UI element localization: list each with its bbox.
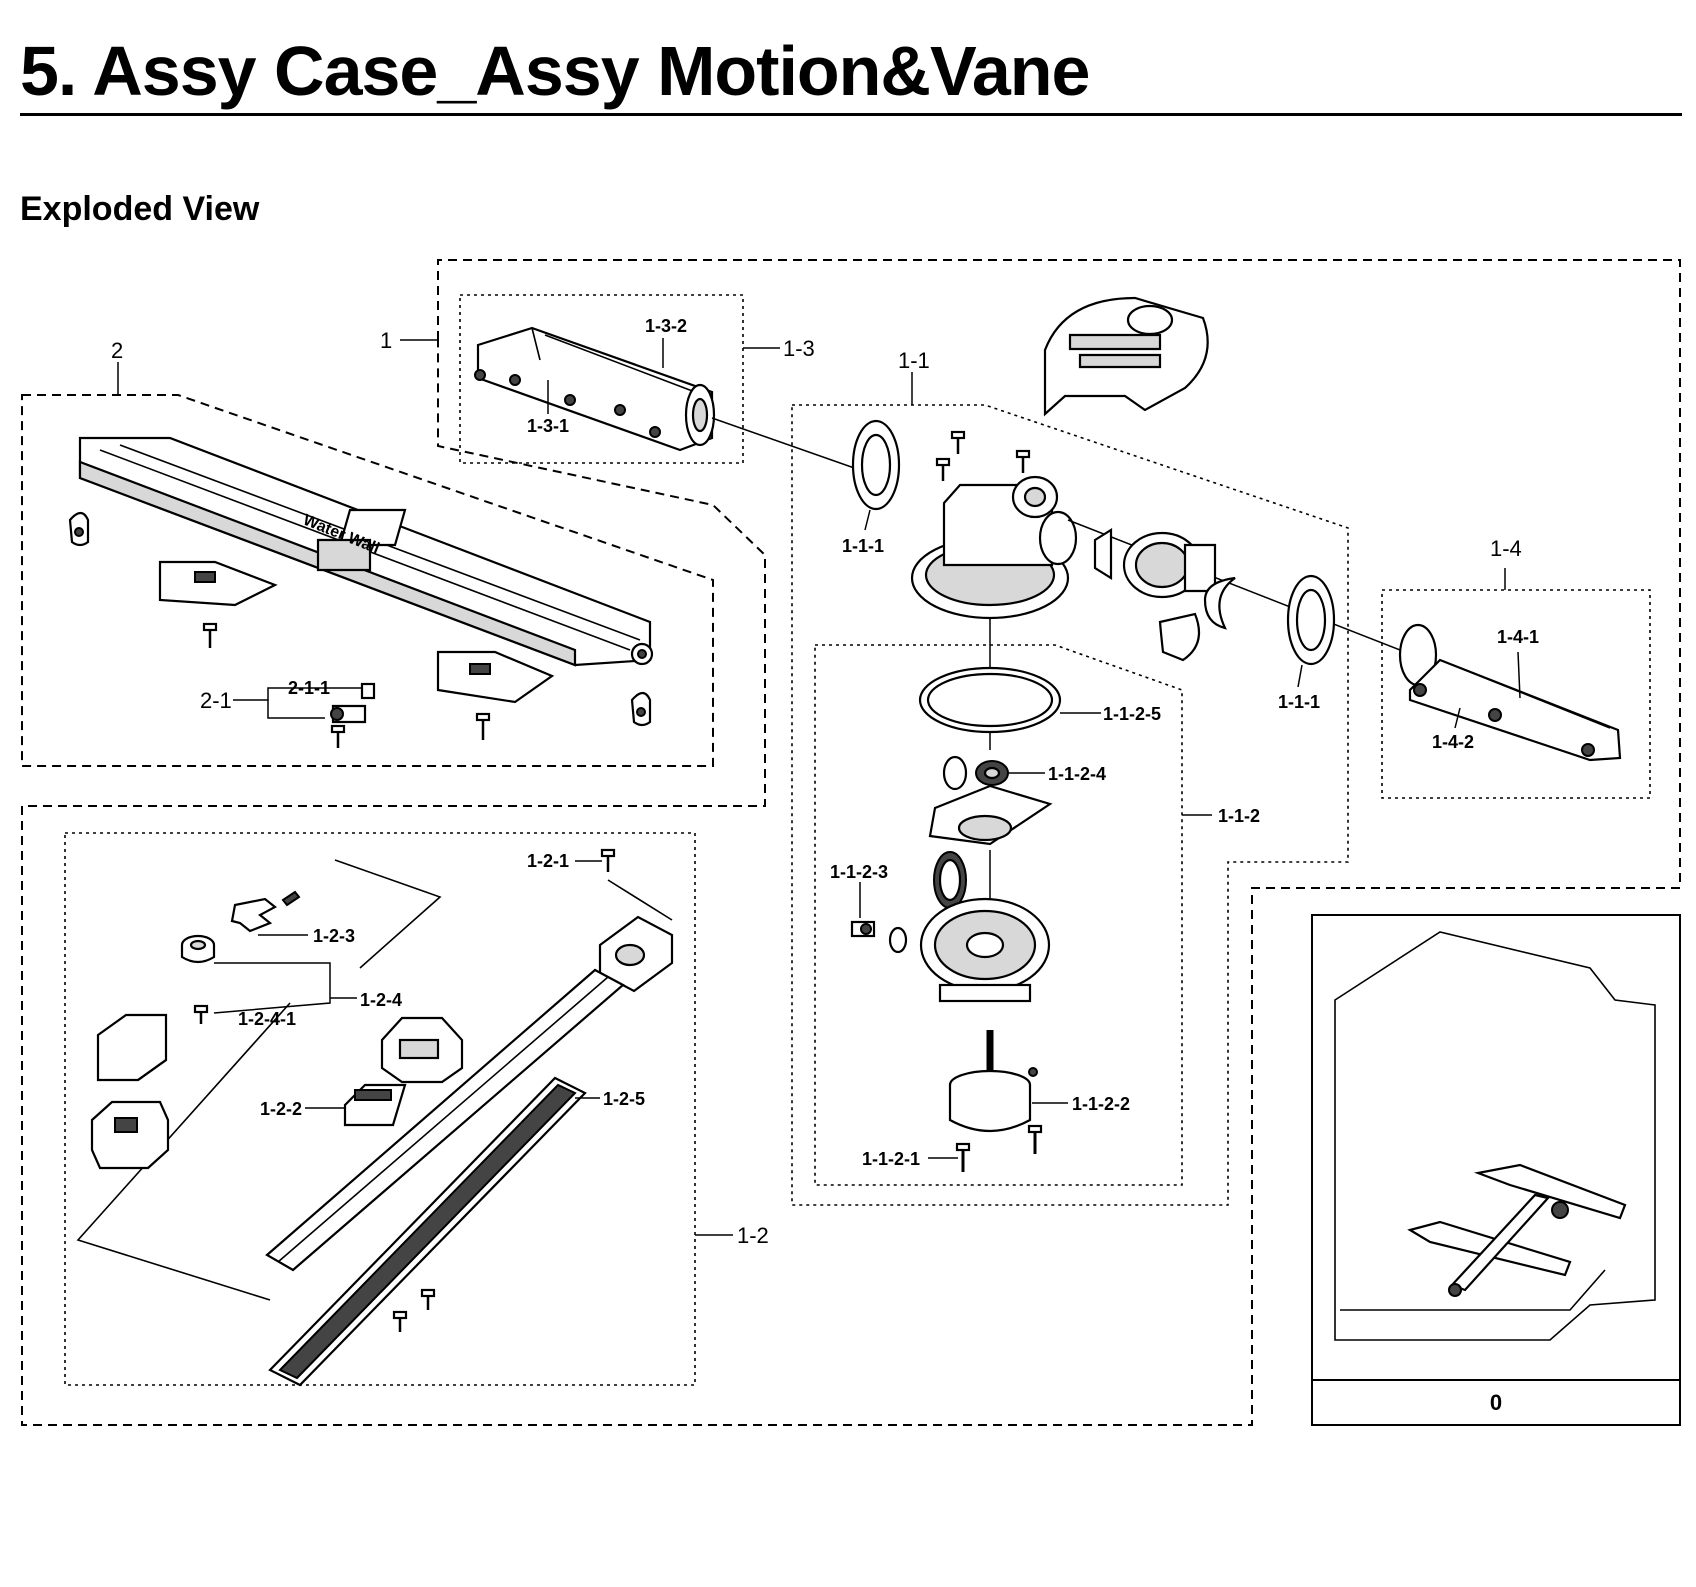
group-1-1-outline — [791, 404, 1349, 1206]
part-1-2-3-drawing — [230, 890, 301, 933]
label-1-2-3: 1-2-3 — [313, 926, 355, 946]
overview-label: 0 — [1489, 1390, 1503, 1415]
exploded-axis-1 — [711, 417, 861, 471]
part-1-2-4-drawing — [180, 934, 216, 964]
label-1-4-2: 1-4-2 — [1432, 732, 1474, 752]
group-2-outline — [21, 394, 714, 767]
part-1-2-5-drawing — [268, 1076, 587, 1387]
rail-screws — [392, 1288, 436, 1332]
label-1-2-4: 1-2-4 — [360, 990, 402, 1010]
label-1-2-5: 1-2-5 — [603, 1089, 645, 1109]
section-subtitle: Exploded View — [20, 190, 260, 228]
label-1-1-2-4: 1-1-2-4 — [1048, 764, 1106, 784]
motor-bracket-part — [598, 879, 674, 993]
exploded-axis-2 — [1067, 519, 1401, 651]
label-group-1-4: 1-4 — [1490, 536, 1522, 561]
label-2-1-1: 2-1-1 — [288, 678, 330, 698]
part-1-2-1-drawing — [600, 848, 616, 872]
label-group-1-3: 1-3 — [783, 336, 815, 361]
label-group-1-2: 1-2 — [737, 1223, 769, 1248]
top-cover-part — [1043, 296, 1209, 417]
title-rule — [20, 113, 1682, 116]
label-1-1-2-3: 1-1-2-3 — [830, 862, 888, 882]
overview-box — [1311, 914, 1681, 1426]
part-1-1-2-5-drawing — [918, 666, 1062, 734]
label-1-4-1: 1-4-1 — [1497, 627, 1539, 647]
label-group-2: 2 — [111, 338, 123, 363]
label-1-1-2-2: 1-1-2-2 — [1072, 1094, 1130, 1114]
overview-cabinet-drawing — [1334, 931, 1656, 1341]
screw-1-1-set — [935, 430, 1031, 481]
cover-block-part — [96, 1013, 168, 1082]
label-1-3-2: 1-3-2 — [645, 316, 687, 336]
ring-1-1-1-a — [851, 419, 901, 511]
label-1-1-1-b: 1-1-1 — [1278, 692, 1320, 712]
case-rail-part — [78, 436, 654, 667]
group-1-outline — [21, 259, 1681, 1426]
case-clip-left — [68, 511, 90, 547]
gear-cap-part — [1093, 528, 1217, 599]
group-1-3-outline — [459, 294, 744, 464]
case-bracket-right — [436, 650, 555, 704]
part-1-1-2-4-drawing — [942, 755, 1009, 791]
label-1-2-4-1: 1-2-4-1 — [238, 1009, 296, 1029]
label-1-2-2: 1-2-2 — [260, 1099, 302, 1119]
long-rail-part — [265, 968, 625, 1272]
lens-plate-part — [1203, 576, 1236, 630]
label-group-1: 1 — [380, 328, 392, 353]
gear-wheel-part — [933, 851, 967, 909]
label-1-3-1: 1-3-1 — [527, 416, 569, 436]
case-bracket-left — [158, 560, 278, 607]
part-1-2-2-drawing — [343, 1083, 407, 1127]
case-screw-b — [475, 712, 491, 740]
plate-outline-upper — [334, 859, 442, 969]
case-clip-right — [630, 691, 652, 727]
part-1-1-2-2-drawing — [948, 1030, 1038, 1133]
deflector-part — [1158, 612, 1201, 662]
part-1-2-4-1-drawing — [193, 1004, 209, 1024]
label-2-1: 2-1 — [200, 688, 232, 713]
group-1-4-outline — [1381, 589, 1651, 799]
connector-block-part — [380, 1016, 464, 1084]
part-1-1-2-1-drawing — [955, 1124, 1043, 1172]
label-1-2-1: 1-2-1 — [527, 851, 569, 871]
case-screw-c — [330, 724, 346, 748]
ring-1-1-1-b — [1286, 574, 1336, 666]
label-1-1-1-a: 1-1-1 — [842, 536, 884, 556]
part-1-1-2-3-drawing — [850, 920, 908, 954]
motion-base-part — [910, 475, 1078, 620]
lower-base-part — [919, 897, 1051, 1003]
part-2-1-1-drawing — [330, 682, 376, 724]
overview-assembly-drawing — [1407, 1163, 1627, 1297]
plate-outline-lower — [76, 1002, 291, 1301]
housing-block-part — [90, 1100, 170, 1170]
label-group-1-1: 1-1 — [898, 348, 930, 373]
part-1-4-housing — [1398, 623, 1622, 762]
label-group-1-1-2: 1-1-2 — [1218, 806, 1260, 826]
label-1-1-2-1: 1-1-2-1 — [862, 1149, 920, 1169]
part-1-3-housing — [474, 326, 716, 452]
leader-lines — [117, 338, 1521, 1236]
label-1-1-2-5: 1-1-2-5 — [1103, 704, 1161, 724]
gear-plate-part — [928, 784, 1053, 846]
page-title: 5. Assy Case_Assy Motion&Vane — [20, 32, 1090, 110]
case-screw-a — [202, 622, 218, 648]
group-1-2-outline — [64, 832, 696, 1386]
